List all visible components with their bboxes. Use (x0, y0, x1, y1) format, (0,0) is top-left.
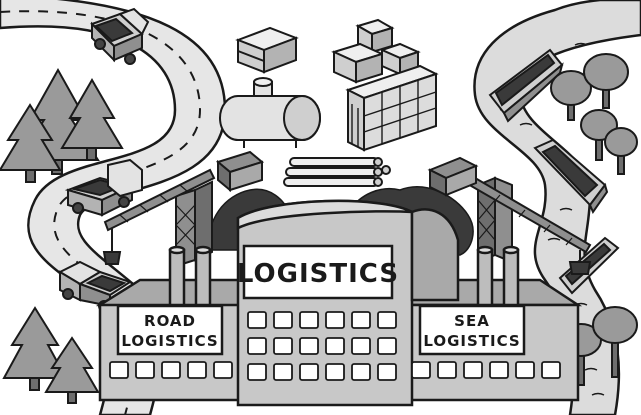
pipe-stack-icon (283, 157, 391, 187)
crane-right (427, 156, 592, 275)
main-sign-text: LOGISTICS (237, 259, 399, 289)
road-sign-line1: ROAD (144, 312, 196, 330)
road-logistics-sign: ROAD LOGISTICS (116, 304, 224, 356)
ship-icon (488, 48, 564, 123)
tree-icon (44, 336, 100, 404)
sea-sign-line2: LOGISTICS (423, 332, 520, 350)
fuel-tank-icon (219, 77, 321, 148)
tree-icon (604, 127, 638, 175)
tree-icon (60, 78, 124, 161)
road-sign-line2: LOGISTICS (121, 332, 218, 350)
tree-icon (2, 306, 68, 391)
truck-icon (57, 260, 133, 312)
main-sign: LOGISTICS (237, 244, 399, 300)
tree-icon (583, 53, 629, 109)
cargo-crate-group (235, 18, 421, 84)
sea-sign-line1: SEA (454, 312, 490, 330)
warehouse-icon (345, 64, 439, 152)
ship-group (488, 48, 620, 295)
tree-icon (0, 103, 62, 183)
crane-icon (427, 156, 592, 275)
cargo-crate-icon (331, 18, 421, 84)
truck-icon (90, 7, 150, 65)
truck-group (57, 7, 150, 312)
crane-left (102, 150, 265, 268)
ship-icon (533, 138, 609, 215)
tree-group-left (0, 67, 124, 404)
crane-icon (102, 150, 265, 268)
sea-logistics-sign: SEA LOGISTICS (418, 304, 526, 356)
factory-windows (109, 311, 561, 381)
tree-icon (592, 306, 638, 378)
cargo-crate-icon (235, 26, 299, 74)
tree-icon (550, 70, 592, 121)
tree-group-right (550, 53, 638, 386)
truck-icon (64, 158, 143, 217)
